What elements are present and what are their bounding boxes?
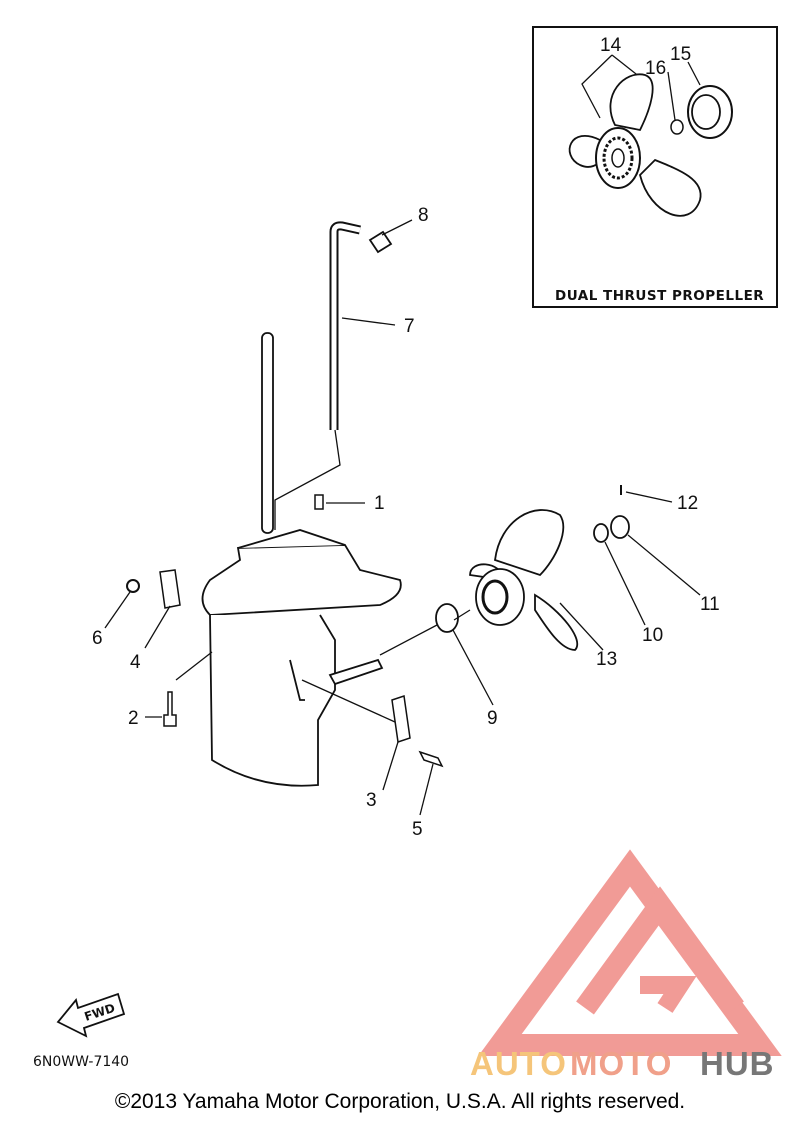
leader-lines (104, 219, 701, 816)
svg-text:MOTO: MOTO (570, 1045, 672, 1082)
callout-3: 3 (366, 790, 377, 811)
copyright-notice: ©2013 Yamaha Motor Corporation, U.S.A. A… (114, 1090, 686, 1113)
inset-caption: DUAL THRUST PROPELLER (555, 288, 764, 304)
svg-text:AUTO: AUTO (470, 1045, 567, 1082)
diagram-code: 6N0WW-7140 (33, 1054, 129, 1070)
part-13-propeller (469, 509, 578, 651)
lower-unit-housing (201, 221, 402, 787)
callout-7: 7 (404, 316, 415, 337)
callout-13: 13 (596, 649, 617, 670)
svg-text:HUB: HUB (700, 1045, 775, 1082)
part-10-washer (593, 523, 609, 543)
callout-16: 16 (645, 58, 666, 79)
part-4-anode (159, 569, 181, 609)
callout-8: 8 (418, 205, 429, 226)
inset-dual-thrust-propeller: DUAL THRUST PROPELLER (532, 26, 778, 308)
callout-numbers: 1 2 3 4 5 6 7 8 9 10 11 12 13 14 15 16 (92, 35, 720, 840)
callout-9: 9 (487, 708, 498, 729)
callout-6: 6 (92, 628, 103, 649)
callout-5: 5 (412, 819, 423, 840)
part-1-pin (314, 494, 324, 510)
callout-12: 12 (677, 493, 698, 514)
callout-14: 14 (600, 35, 622, 56)
fwd-arrow-icon: FWD (56, 992, 126, 1038)
callout-1: 1 (374, 493, 385, 514)
callout-11: 11 (700, 594, 720, 615)
part-2-bolt (163, 691, 177, 727)
part-5-screw (418, 750, 444, 768)
part-11-nut (610, 515, 630, 539)
part-3-anode (391, 695, 411, 743)
callout-15: 15 (670, 44, 691, 65)
part-6-nut (126, 579, 140, 593)
callout-2: 2 (128, 708, 139, 729)
watermark-logo (478, 849, 782, 1056)
callout-10: 10 (642, 625, 663, 646)
callout-4: 4 (130, 652, 141, 673)
watermark-text: AUTO MOTO HUB (470, 1045, 775, 1082)
part-9-washer (435, 603, 459, 633)
